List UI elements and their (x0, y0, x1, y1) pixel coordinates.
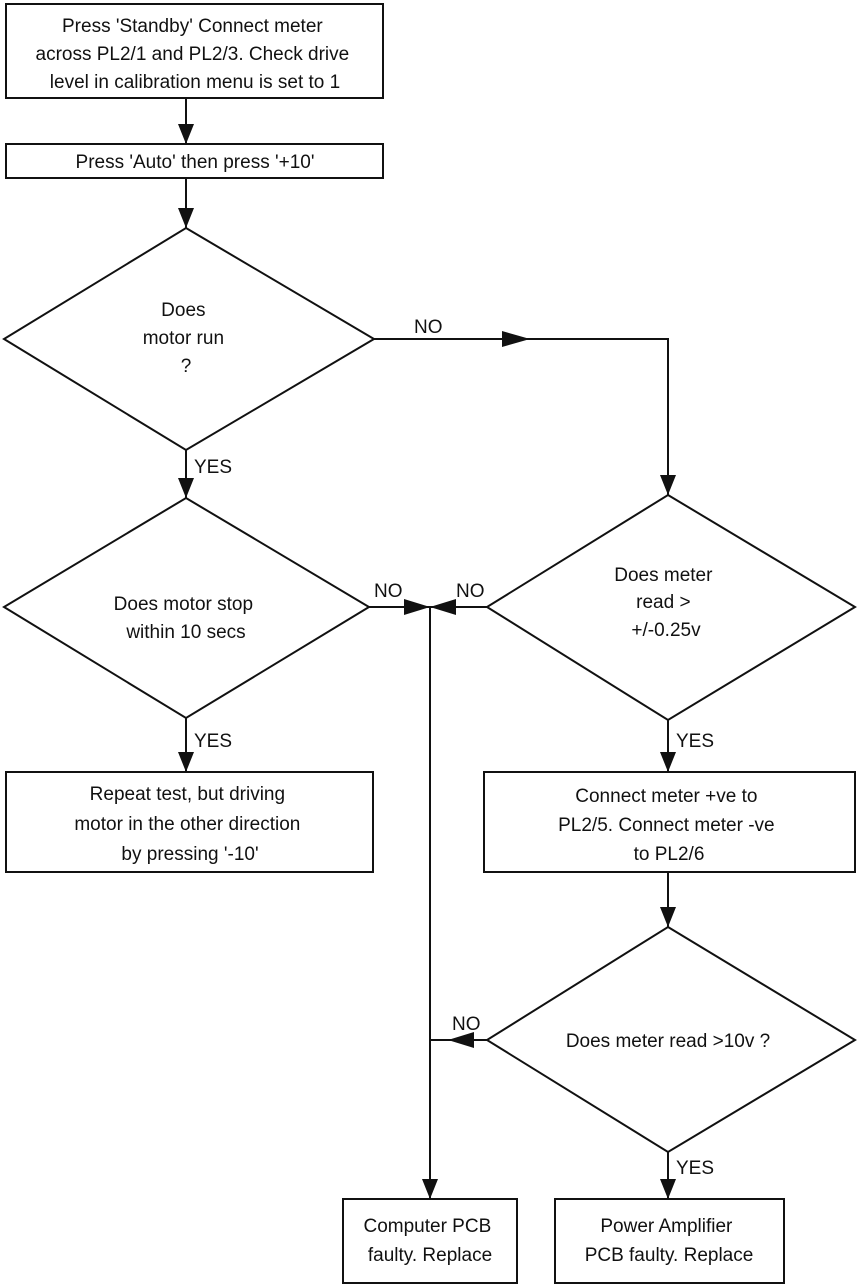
connect-meter-text: Connect meter +ve to PL2/5. Connect mete… (558, 786, 780, 865)
computer-pcb-box (342, 1198, 518, 1284)
motor-run-text: Does motor run ? (143, 300, 230, 377)
arrowhead-run-yes (178, 478, 194, 498)
meter-read-text-line: +/-0.25v (631, 620, 701, 641)
start-text: Press 'Standby' Connect meter across PL2… (36, 16, 355, 93)
connect-meter-text-line: to PL2/6 (634, 844, 705, 865)
arrowhead-v10-yes (660, 1179, 676, 1199)
repeat-test-text-line: by pressing '-10' (121, 844, 258, 865)
motor-run-text-line: Does (161, 300, 205, 321)
label-run-yes: YES (194, 457, 232, 478)
motor-run-text-line: motor run (143, 328, 224, 349)
arrowhead-run-no-mid (502, 331, 530, 347)
power-amplifier-text-line: PCB faulty. Replace (585, 1245, 754, 1266)
meter-read-text-line: Does meter (614, 565, 713, 586)
label-meter-yes: YES (676, 731, 714, 752)
connect-meter-text-line: PL2/5. Connect meter -ve (558, 815, 775, 836)
meter-read-text: Does meter read > +/-0.25v (614, 565, 717, 641)
start-box (5, 3, 384, 99)
motor-run-text-line: ? (181, 356, 192, 377)
connect-meter-box (483, 771, 856, 873)
label-v10-yes: YES (676, 1158, 714, 1179)
arrowhead-connect-v10 (660, 907, 676, 927)
repeat-test-text-line: Repeat test, but driving (90, 784, 285, 805)
computer-pcb-text: Computer PCB faulty. Replace (363, 1216, 496, 1266)
arrowhead-meter-yes (660, 752, 676, 772)
power-amplifier-box (554, 1198, 785, 1284)
repeat-test-box (5, 771, 374, 873)
arrowhead-run-no-end (660, 475, 676, 495)
arrowhead-v10-no (448, 1032, 474, 1048)
arrowhead-meter-no (430, 599, 456, 615)
meter-10v-text: Does meter read >10v ? (566, 1031, 770, 1052)
label-run-no: NO (414, 317, 443, 338)
motor-stop-text-line: Does motor stop (114, 594, 253, 615)
repeat-test-text: Repeat test, but driving motor in the ot… (74, 784, 305, 865)
label-stop-yes: YES (194, 731, 232, 752)
repeat-test-text-line: motor in the other direction (74, 814, 300, 835)
arrowhead-stop-yes (178, 752, 194, 772)
start-text-line: across PL2/1 and PL2/3. Check drive (36, 44, 350, 65)
arrowhead-stop-no (404, 599, 430, 615)
computer-pcb-text-line: faulty. Replace (368, 1245, 492, 1266)
computer-pcb-text-line: Computer PCB (363, 1216, 491, 1237)
start-text-line: Press 'Standby' Connect meter (62, 16, 323, 37)
arrowhead-auto-run (178, 208, 194, 228)
meter-read-text-line: read > (636, 592, 690, 613)
start-text-line: level in calibration menu is set to 1 (50, 72, 340, 93)
connect-meter-text-line: Connect meter +ve to (575, 786, 757, 807)
motor-stop-text-line: within 10 secs (125, 622, 245, 643)
label-meter-no: NO (456, 581, 485, 602)
arrowhead-to-computer-pcb (422, 1179, 438, 1199)
label-stop-no: NO (374, 581, 403, 602)
label-v10-no: NO (452, 1014, 481, 1035)
power-amplifier-text: Power Amplifier PCB faulty. Replace (585, 1216, 754, 1266)
power-amplifier-text-line: Power Amplifier (600, 1216, 733, 1237)
arrowhead-start-auto (178, 124, 194, 144)
auto-box (5, 143, 384, 179)
auto-text: Press 'Auto' then press '+10' (76, 152, 315, 173)
edge-run-no (374, 338, 669, 495)
motor-stop-text: Does motor stop within 10 secs (114, 594, 259, 643)
